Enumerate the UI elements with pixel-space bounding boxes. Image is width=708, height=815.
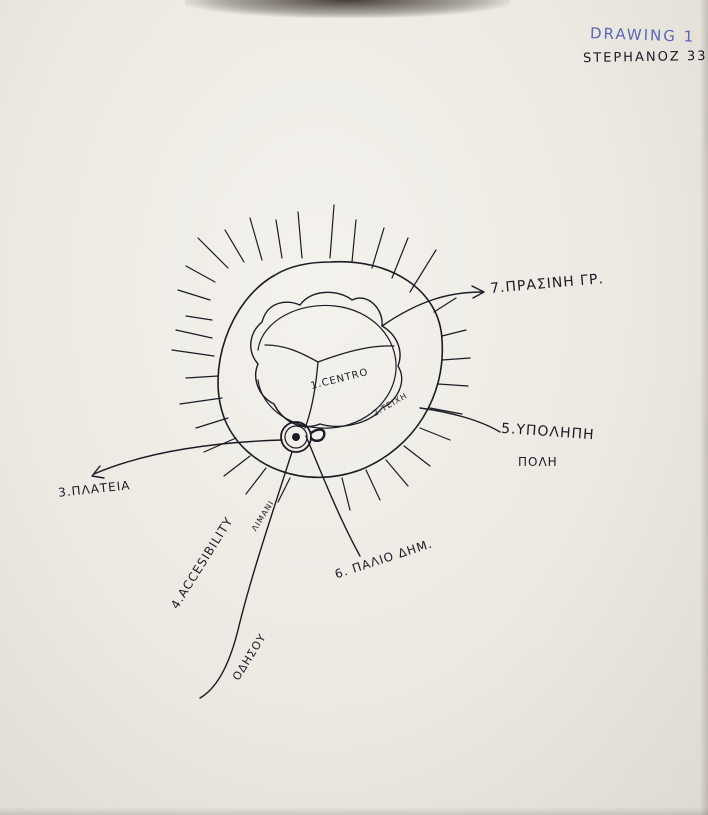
author-name: STEPHANOZ 33: [583, 49, 708, 66]
divider-right: [318, 346, 394, 362]
outer-ring: [218, 262, 442, 478]
arrow-green-belt: [382, 292, 482, 326]
divider-down: [305, 362, 318, 428]
label-upper-city-sub: ΠΟΛΗ: [518, 455, 558, 469]
line-old-town: [306, 436, 360, 556]
radial-spokes: [172, 205, 470, 510]
drawing-title: DRAWING 1: [590, 24, 696, 46]
line-upper-city: [420, 408, 500, 432]
divider-left: [265, 345, 318, 362]
